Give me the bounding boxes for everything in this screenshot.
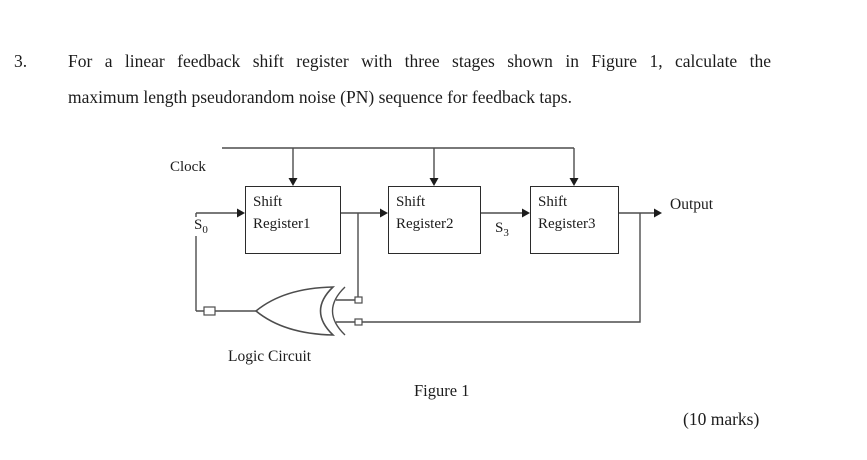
down-arrow-icon <box>569 178 579 186</box>
right-arrow-icon <box>654 208 662 218</box>
shift-register-3-box: Shift Register3 <box>530 186 619 254</box>
shift-register-2-box: Shift Register2 <box>388 186 481 254</box>
down-arrow-icon <box>429 178 439 186</box>
xor-gate-icon <box>254 286 336 336</box>
register-label-line1: Shift <box>396 194 426 210</box>
question-number: 3. <box>14 51 28 71</box>
connection-node <box>354 296 363 304</box>
register-label-line1: Shift <box>538 194 568 210</box>
shift-register-1-box: Shift Register1 <box>245 186 341 254</box>
feedback-return-wire <box>362 213 641 323</box>
connection-node <box>354 318 363 326</box>
register-label-line2: Register3 <box>538 216 596 232</box>
output-label: Output <box>670 196 714 213</box>
s0-input-label: S0 <box>193 217 209 236</box>
clock-label: Clock <box>170 159 206 175</box>
logic-circuit-label: Logic Circuit <box>228 348 312 365</box>
s3-tap-label: S3 <box>495 220 509 239</box>
question-text-line1: For a linear feedback shift register wit… <box>68 51 771 71</box>
register-label-line1: Shift <box>253 194 283 210</box>
marks-label: (10 marks) <box>683 409 760 429</box>
register-label-line2: Register2 <box>396 216 454 232</box>
figure-caption: Figure 1 <box>414 381 470 400</box>
s3-base: S <box>495 220 504 236</box>
s0-base: S <box>194 217 203 233</box>
question-text-line2: maximum length pseudorandom noise (PN) s… <box>68 87 572 107</box>
s3-subscript: 3 <box>503 227 509 239</box>
down-arrow-icon <box>288 178 298 186</box>
right-arrow-icon <box>237 208 245 218</box>
xor-gate-arc <box>331 286 346 336</box>
connection-node <box>203 306 216 316</box>
s0-subscript: 0 <box>202 224 208 236</box>
register-label-line2: Register1 <box>253 216 311 232</box>
right-arrow-icon <box>380 208 388 218</box>
right-arrow-icon <box>522 208 530 218</box>
